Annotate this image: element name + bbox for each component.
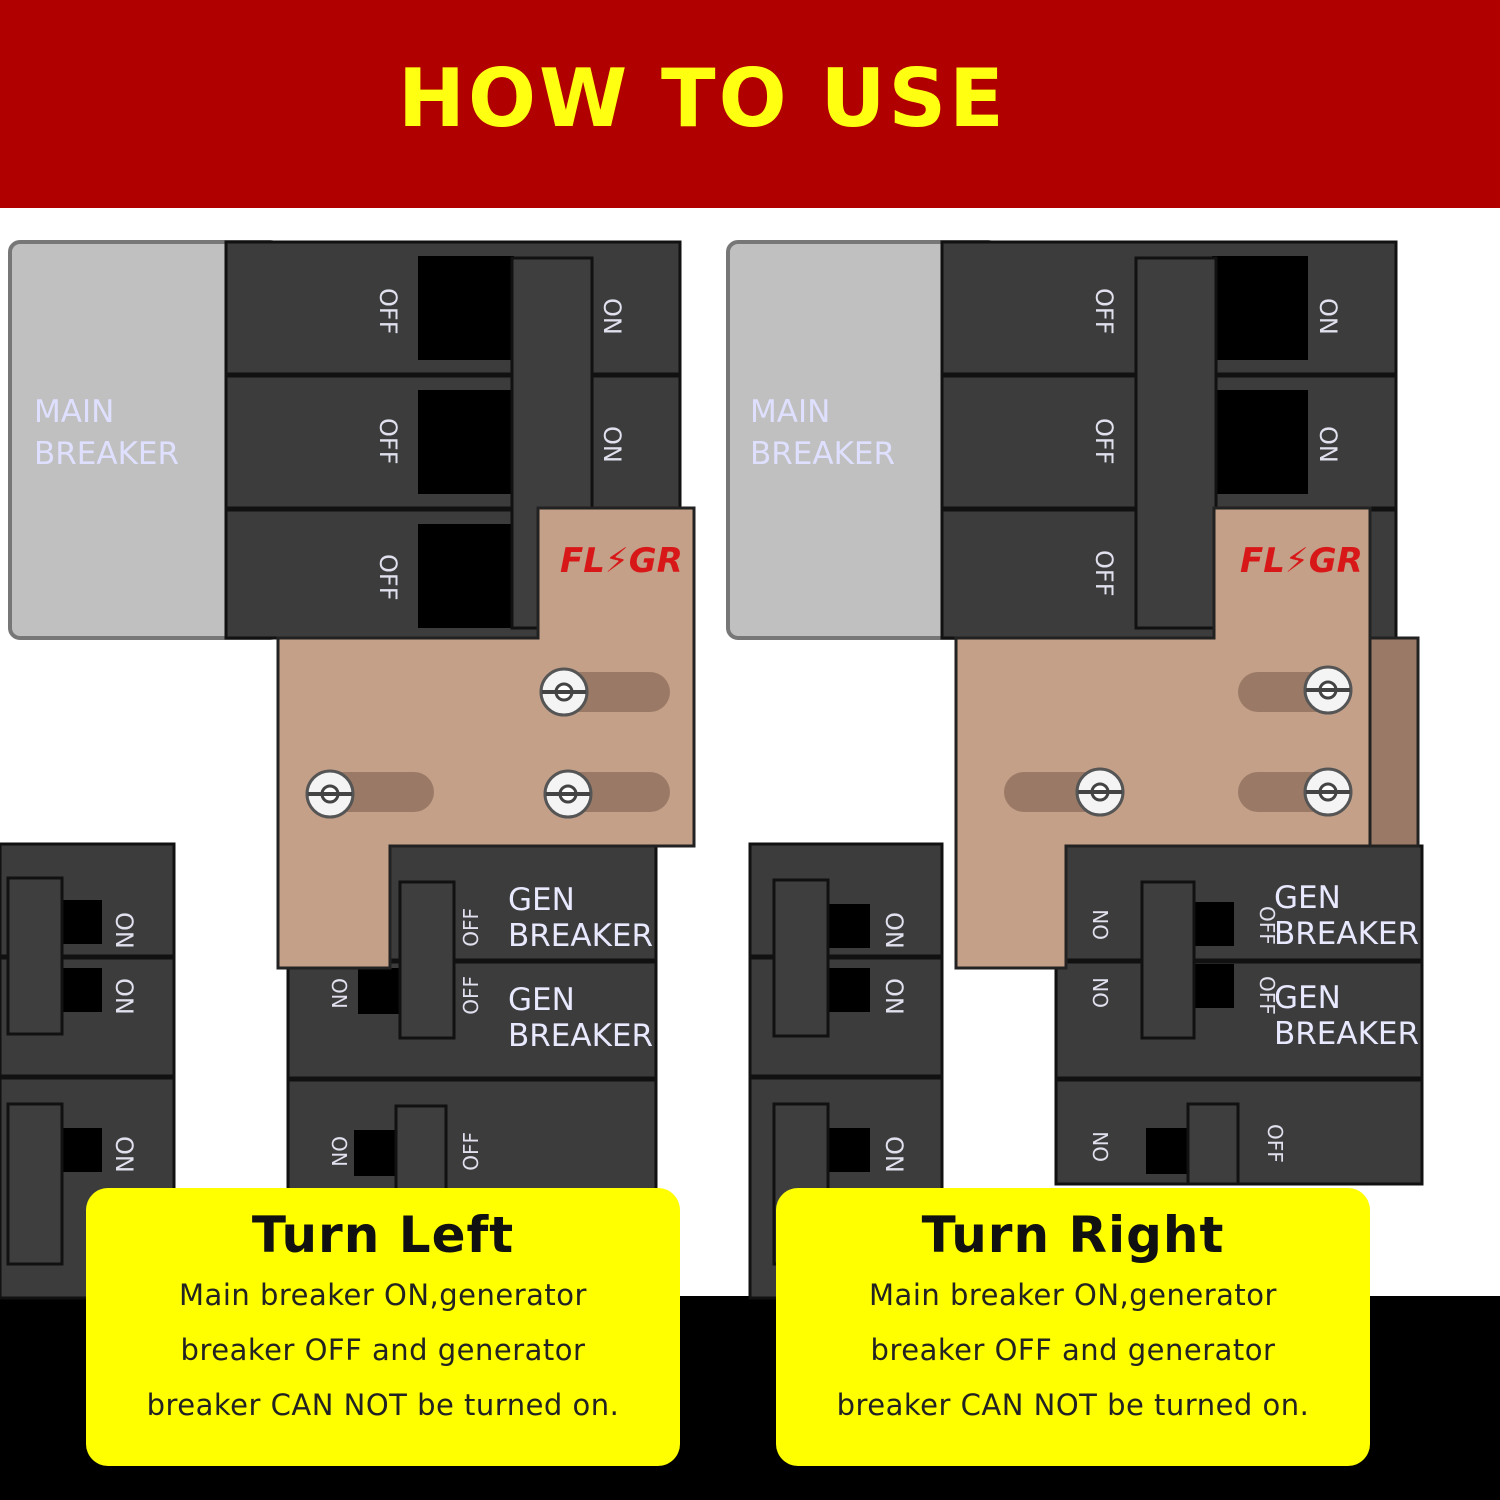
instruction-text: Main breaker ON,generator breaker OFF an… <box>776 1268 1370 1433</box>
branch-handle <box>6 1102 64 1266</box>
gen-breaker-label-1: GEN <box>508 982 575 1018</box>
panel-turn-right: MAIN BREAKER OFF OFF OFF ON ON ON ON O <box>716 240 1456 1466</box>
off-label: OFF <box>1263 1124 1287 1163</box>
off-label: OFF <box>459 908 483 947</box>
instruction-line: breaker OFF and generator <box>180 1333 586 1367</box>
screw-icon <box>539 667 589 717</box>
off-label: OFF <box>1090 550 1118 597</box>
off-label: OFF <box>374 554 402 601</box>
off-label: OFF <box>459 1132 483 1171</box>
panel-turn-left: MAIN BREAKER OFF OFF OFF ON ON ON <box>0 240 740 1466</box>
switch-slot <box>1192 902 1234 946</box>
brand-logo: FL⚡GR <box>1240 541 1363 581</box>
interlock-plate <box>954 506 1372 970</box>
on-label: ON <box>1314 298 1342 335</box>
instruction-card-right: Turn Right Main breaker ON,generator bre… <box>776 1188 1370 1466</box>
instruction-line: breaker OFF and generator <box>870 1333 1276 1367</box>
instruction-text: Main breaker ON,generator breaker OFF an… <box>86 1268 680 1433</box>
on-label: ON <box>880 978 908 1015</box>
main-breaker-label-2: BREAKER <box>34 436 179 472</box>
main-breaker-label-2: BREAKER <box>750 436 895 472</box>
branch-handle <box>6 876 64 1036</box>
instruction-line: Main breaker ON,generator <box>179 1278 587 1312</box>
on-label: ON <box>1089 977 1113 1008</box>
main-breaker-handle <box>1134 256 1218 630</box>
switch-slot <box>358 968 404 1014</box>
switch-slot <box>60 1128 102 1172</box>
on-label: ON <box>1314 426 1342 463</box>
instruction-line: breaker CAN NOT be turned on. <box>146 1388 620 1422</box>
switch-slot <box>418 256 514 360</box>
switch-slot <box>826 904 870 948</box>
screw-icon <box>305 769 355 819</box>
gen-breaker <box>1054 844 1424 962</box>
off-label: OFF <box>1090 288 1118 335</box>
breaker-diagram-right: MAIN BREAKER OFF OFF OFF ON ON ON ON O <box>726 240 1424 1300</box>
on-label: ON <box>110 1136 138 1173</box>
branch-handle <box>772 878 830 1038</box>
off-label: OFF <box>1255 976 1279 1015</box>
on-label: ON <box>1089 1131 1113 1162</box>
switch-slot <box>1212 256 1308 360</box>
gen-breaker-label-2: BREAKER <box>508 1018 653 1054</box>
gen-breaker-handle <box>398 880 456 1040</box>
main-breaker-label-1: MAIN <box>750 394 830 430</box>
gen-breaker-label-1: GEN <box>508 882 575 918</box>
on-label: ON <box>327 978 351 1009</box>
on-label: ON <box>110 978 138 1015</box>
gen-breaker-label-1: GEN <box>1274 980 1341 1016</box>
switch-slot <box>826 1128 870 1172</box>
interlock-plate <box>276 506 696 970</box>
instruction-card-left: Turn Left Main breaker ON,generator brea… <box>86 1188 680 1466</box>
gen-breaker <box>286 960 658 1080</box>
gen-breaker-label-2: BREAKER <box>1274 916 1419 952</box>
on-label: ON <box>598 426 626 463</box>
on-label: ON <box>880 912 908 949</box>
off-label: OFF <box>1090 418 1118 465</box>
on-label: ON <box>880 1136 908 1173</box>
switch-slot <box>826 968 870 1012</box>
off-label: OFF <box>1255 906 1279 945</box>
on-label: ON <box>110 912 138 949</box>
instruction-line: breaker CAN NOT be turned on. <box>836 1388 1310 1422</box>
page-title: HOW TO USE <box>398 52 1007 145</box>
switch-slot <box>60 900 102 944</box>
brand-logo: FL⚡GR <box>560 541 683 581</box>
on-label: ON <box>1089 909 1113 940</box>
on-label: ON <box>598 298 626 335</box>
instruction-title: Turn Right <box>921 1206 1225 1264</box>
gen-breaker-label-2: BREAKER <box>508 918 653 954</box>
switch-slot <box>418 524 514 628</box>
screw-icon <box>1303 665 1353 715</box>
switch-slot <box>1212 390 1308 494</box>
switch-slot <box>1192 964 1234 1008</box>
screw-icon <box>1075 767 1125 817</box>
instruction-title: Turn Left <box>251 1206 515 1264</box>
switch-slot <box>418 390 514 494</box>
branch-handle <box>394 1104 448 1200</box>
main-breaker-label-1: MAIN <box>34 394 114 430</box>
branch-handle <box>1186 1102 1240 1186</box>
switch-slot <box>354 1130 400 1176</box>
screw-icon <box>1303 767 1353 817</box>
off-label: OFF <box>374 418 402 465</box>
off-label: OFF <box>459 976 483 1015</box>
screw-icon <box>543 769 593 819</box>
header-banner: HOW TO USE <box>0 0 1500 208</box>
switch-slot <box>60 968 102 1012</box>
breaker-diagram-left: MAIN BREAKER OFF OFF OFF ON ON ON <box>0 240 696 1302</box>
gen-breaker-label-1: GEN <box>1274 880 1341 916</box>
switch-slot <box>1146 1128 1192 1174</box>
off-label: OFF <box>374 288 402 335</box>
instruction-line: Main breaker ON,generator <box>869 1278 1277 1312</box>
gen-breaker <box>1054 960 1424 1080</box>
plate-edge <box>1368 636 1420 848</box>
gen-breaker-handle <box>1140 880 1196 1040</box>
on-label: ON <box>327 1136 351 1167</box>
gen-breaker-label-2: BREAKER <box>1274 1016 1419 1052</box>
